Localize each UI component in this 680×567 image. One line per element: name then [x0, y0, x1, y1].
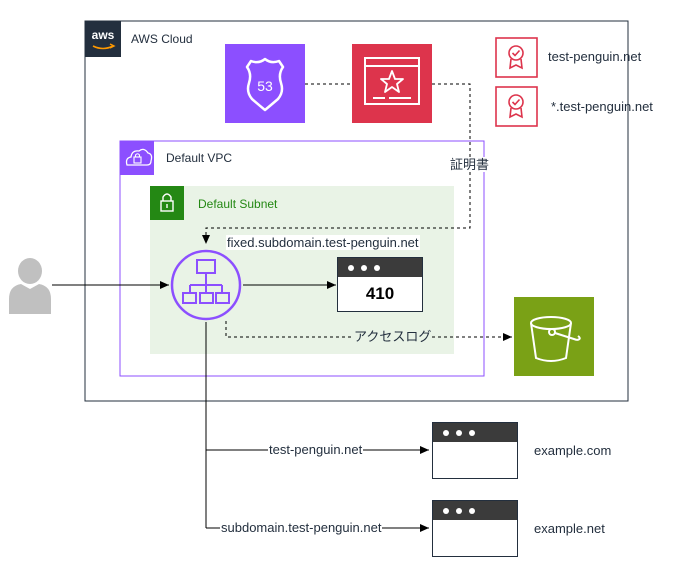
subnet-lock-icon: [150, 186, 184, 220]
aws-logo-text: aws: [92, 28, 115, 42]
window-titlebar: [338, 258, 422, 277]
fixed-host-label: fixed.subdomain.test-penguin.net: [226, 235, 420, 250]
vpc-group: [119, 140, 485, 377]
certificate-icon: [495, 37, 538, 78]
window-dot-icon: [469, 508, 475, 514]
s3-bucket-icon: [514, 297, 594, 376]
aws-cloud-label: AWS Cloud: [131, 32, 193, 46]
route53-badge: 53: [257, 78, 273, 94]
window-dot-icon: [374, 265, 380, 271]
certificate-edge: [202, 83, 471, 244]
fixed-response-code: 410: [365, 284, 395, 303]
wildcard-certificate-icon: [495, 86, 538, 127]
host1-label: test-penguin.net: [268, 442, 364, 457]
application-load-balancer-icon: [170, 249, 242, 321]
vpc-icon: [120, 141, 154, 175]
window-dot-icon: [456, 508, 462, 514]
user-icon: [9, 258, 51, 314]
aws-logo-icon: aws: [85, 21, 121, 57]
window-dot-icon: [443, 430, 449, 436]
wildcard-certificate-label: *.test-penguin.net: [551, 99, 653, 114]
certificate-label: test-penguin.net: [548, 49, 642, 64]
window-dot-icon: [361, 265, 367, 271]
subnet-label: Default Subnet: [198, 197, 278, 211]
vpc-label: Default VPC: [166, 151, 233, 165]
window-dot-icon: [348, 265, 354, 271]
window-dot-icon: [456, 430, 462, 436]
certificate-manager-icon: [352, 44, 432, 123]
window-dot-icon: [469, 430, 475, 436]
window-titlebar: [433, 501, 517, 520]
host2-label: subdomain.test-penguin.net: [220, 520, 383, 535]
aws-cloud-group: [84, 20, 629, 402]
target-label-1: example.com: [534, 443, 612, 458]
target-window-1: [432, 422, 518, 479]
target-label-2: example.net: [534, 521, 605, 536]
fixed-response-window: 410: [337, 257, 423, 312]
route53-icon: 53: [225, 44, 305, 123]
certificate-edge-label: 証明書: [449, 157, 491, 172]
target-window-2: [432, 500, 518, 557]
window-dot-icon: [443, 508, 449, 514]
access-log-label: アクセスログ: [353, 329, 433, 344]
window-titlebar: [433, 423, 517, 442]
